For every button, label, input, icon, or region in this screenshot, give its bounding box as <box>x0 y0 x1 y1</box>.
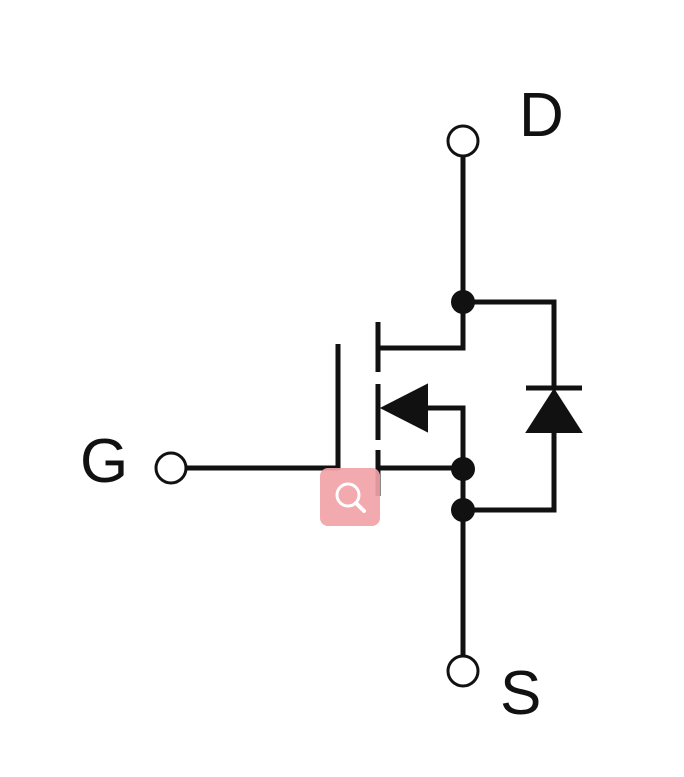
magnifier-icon <box>335 482 366 513</box>
drain-terminal <box>446 124 480 158</box>
zoom-button[interactable] <box>320 468 380 526</box>
diode-anode-wire <box>463 430 557 513</box>
body-arrow-icon <box>379 383 428 433</box>
source-label: S <box>500 659 541 728</box>
source-terminal <box>446 654 480 688</box>
gate-terminal <box>154 451 188 485</box>
drain-channel-connection <box>380 302 466 351</box>
diode-triangle-icon <box>525 388 583 433</box>
body-connection <box>415 405 466 469</box>
source-junction-upper <box>451 457 475 481</box>
source-junction-lower <box>451 498 475 522</box>
diode-cathode-wire <box>463 299 557 390</box>
gate-label: G <box>80 427 128 496</box>
drain-junction <box>451 290 475 314</box>
drain-label: D <box>519 81 564 150</box>
